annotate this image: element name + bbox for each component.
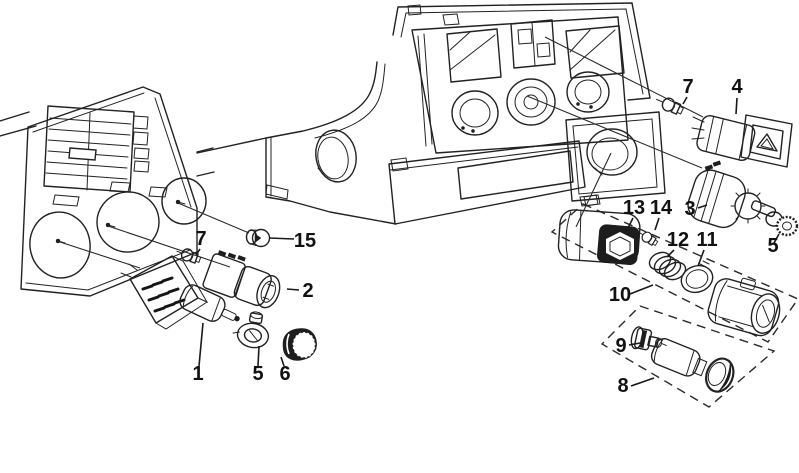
callout-leader-6 — [280, 356, 285, 367]
part-label-14: 14 — [650, 197, 673, 219]
part-10-socket-body — [707, 277, 781, 337]
part-7-bulb-left — [176, 248, 202, 264]
guide-to-part-13 — [575, 152, 612, 228]
callout-leader-1 — [198, 322, 204, 367]
vent-adjuster — [68, 147, 97, 161]
dash-background-lines — [0, 111, 215, 177]
callout-leader-12 — [666, 249, 675, 258]
guide-to-part-15 — [177, 202, 250, 234]
part-12-spring — [648, 251, 687, 281]
part-label-11: 11 — [696, 229, 717, 251]
callout-leader-3 — [697, 204, 708, 209]
callout-leader-4 — [735, 97, 738, 115]
guide-to-part-4 — [544, 36, 704, 118]
part-7-bulb-right — [656, 97, 685, 115]
part-14-small-bulb — [638, 231, 659, 247]
ashtray-trim — [388, 140, 586, 225]
callout-leader-14 — [654, 217, 660, 231]
part-label-2: 2 — [302, 280, 313, 302]
vent-grille — [43, 105, 135, 193]
part-3-rotary-switch — [687, 160, 777, 229]
group-boxes — [550, 203, 799, 408]
warning-triangle-icon — [756, 133, 778, 152]
alignment-guide-lines — [59, 36, 704, 269]
left-dash-panel — [20, 86, 207, 297]
dial-recesses — [451, 71, 610, 136]
callout-leader-15 — [268, 237, 295, 240]
center-stack-frame — [392, 2, 651, 101]
callout-leader-11 — [697, 249, 705, 267]
callout-leader-2 — [286, 288, 300, 291]
part-label-3: 3 — [684, 198, 695, 220]
callout-leader-5 — [257, 345, 260, 367]
part-label-7: 7 — [682, 76, 693, 98]
lower-dash-strip — [196, 61, 397, 225]
heater-control-bezel — [411, 16, 629, 154]
part-label-1: 1 — [192, 363, 203, 385]
callout-leader-5 — [773, 233, 780, 244]
connector-pins — [141, 276, 186, 313]
side-vent-slots — [132, 115, 150, 173]
callout-leader-7 — [682, 96, 688, 105]
part-4-hazard-switch — [691, 114, 793, 168]
group-box-8 — [600, 305, 776, 408]
part-2-cylindrical-switch — [202, 250, 281, 309]
part-11-clamp-ring — [680, 260, 714, 294]
part-label-15: 15 — [294, 230, 316, 252]
upper-vent-openings — [446, 19, 625, 83]
small-cutouts — [52, 181, 168, 207]
screw-marks — [55, 199, 186, 244]
part-label-5: 5 — [252, 363, 263, 385]
part-5-ring-nut-left — [232, 311, 270, 349]
callout-leader-13 — [627, 217, 634, 229]
callout-leader-10 — [629, 284, 654, 295]
part-label-8: 8 — [617, 375, 628, 397]
part-13-socket-housing — [557, 194, 641, 266]
group-box-10 — [550, 203, 799, 343]
part-15-cap — [245, 228, 271, 248]
part-5-ring-nut-right — [765, 211, 799, 237]
guide-to-part-2 — [107, 225, 231, 268]
part-label-7: 7 — [195, 228, 206, 250]
part-label-4: 4 — [731, 76, 743, 98]
part-label-12: 12 — [667, 229, 689, 251]
part-1-switch-with-connector — [120, 255, 240, 330]
callout-leader-9 — [628, 342, 641, 346]
callout-leader-7 — [195, 248, 201, 256]
part-label-9: 9 — [615, 335, 626, 357]
part-label-13: 13 — [623, 197, 645, 219]
gear-teeth — [734, 192, 762, 220]
part-6-knob — [282, 328, 317, 361]
callout-leader-8 — [630, 377, 655, 387]
part-label-6: 6 — [279, 363, 290, 385]
part-label-5: 5 — [767, 235, 778, 257]
switch-plate-opening — [565, 111, 666, 207]
part-label-10: 10 — [609, 284, 631, 306]
guide-to-part-3 — [526, 95, 703, 169]
guide-to-part-1 — [59, 241, 141, 269]
part-8-lighter-plug — [650, 338, 735, 393]
